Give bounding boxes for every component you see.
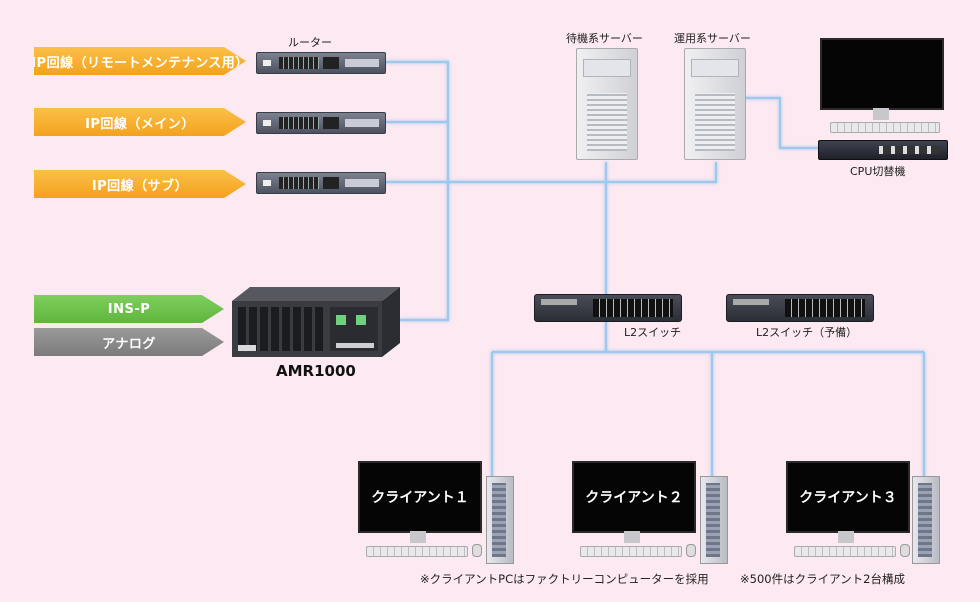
- amr1000-label: AMR1000: [276, 362, 356, 380]
- wire-active-to-cpu: [742, 96, 820, 150]
- console-monitor-stand: [873, 108, 889, 120]
- ins-p-label: INS-P: [107, 301, 151, 317]
- client-3-stand: [838, 531, 854, 543]
- ip-line-main-arrow: IP回線（メイン）: [34, 108, 246, 136]
- analog-label: アナログ: [102, 336, 156, 352]
- note-client-pc: ※クライアントPCはファクトリーコンピューターを採用: [420, 572, 709, 586]
- ip-line-sub-arrow: IP回線（サブ）: [34, 170, 246, 198]
- client-2-stand: [624, 531, 640, 543]
- router-2: [256, 112, 386, 134]
- analog-arrow: アナログ: [34, 328, 224, 356]
- client-2-monitor: クライアント２: [572, 461, 696, 533]
- client-3-mouse: [900, 544, 910, 557]
- amr1000-device: [232, 287, 400, 357]
- wire-router-3: [382, 162, 718, 184]
- router-label: ルーター: [288, 36, 332, 49]
- l2-switch: [534, 294, 682, 322]
- active-server-label: 運用系サーバー: [674, 32, 751, 45]
- client-2-pc: [700, 476, 728, 564]
- client-1-keyboard: [366, 546, 468, 557]
- l2-switch-label: L2スイッチ: [624, 326, 682, 339]
- ip-line-maintenance-arrow: IP回線（リモートメンテナンス用）: [34, 47, 246, 75]
- client-3-keyboard: [794, 546, 896, 557]
- standby-server-label: 待機系サーバー: [566, 32, 643, 45]
- console-keyboard: [830, 122, 940, 133]
- client-1-monitor: クライアント１: [358, 461, 482, 533]
- router-1: [256, 52, 386, 74]
- client-1-stand: [410, 531, 426, 543]
- active-server: [684, 48, 746, 160]
- client-3-pc: [912, 476, 940, 564]
- console-monitor: [820, 38, 944, 110]
- client-3-monitor: クライアント３: [786, 461, 910, 533]
- ins-p-arrow: INS-P: [34, 295, 224, 323]
- client-1-label: クライアント１: [371, 490, 469, 506]
- client-1-mouse: [472, 544, 482, 557]
- l2-switch-spare-label: L2スイッチ（予備）: [756, 326, 858, 339]
- ip-line-main-label: IP回線（メイン）: [85, 116, 195, 132]
- wire-router-1: [382, 60, 450, 322]
- cpu-switch-device: [818, 140, 948, 160]
- client-2-mouse: [686, 544, 696, 557]
- ip-line-sub-label: IP回線（サブ）: [91, 178, 189, 194]
- note-client-count: ※500件はクライアント2台構成: [740, 572, 905, 586]
- client-1-pc: [486, 476, 514, 564]
- router-3: [256, 172, 386, 194]
- l2-switch-spare: [726, 294, 874, 322]
- client-2-label: クライアント２: [585, 490, 683, 506]
- client-3-label: クライアント３: [799, 490, 897, 506]
- ip-line-maintenance-label: IP回線（リモートメンテナンス用）: [31, 55, 249, 71]
- client-2-keyboard: [580, 546, 682, 557]
- cpu-switch-label: CPU切替機: [850, 165, 906, 178]
- standby-server: [576, 48, 638, 160]
